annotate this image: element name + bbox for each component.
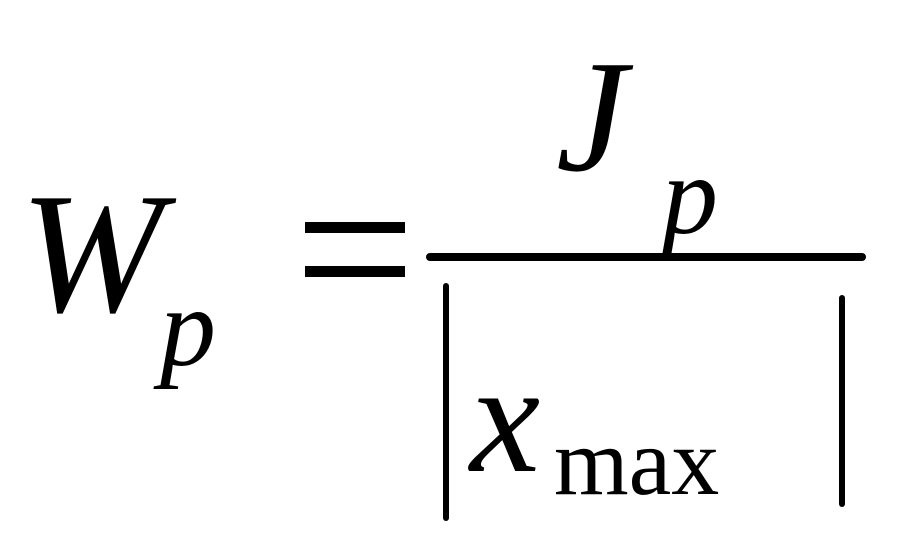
denominator-subscript: max <box>554 408 720 515</box>
numerator-subscript: p <box>662 134 718 258</box>
absolute-value-left-bar <box>443 283 449 521</box>
fraction-bar <box>426 253 866 261</box>
equals-sign-bottom-bar <box>305 266 405 277</box>
numerator-symbol: J <box>556 27 628 205</box>
denominator-symbol: x <box>470 331 541 506</box>
absolute-value-right-bar <box>839 295 845 507</box>
lhs-subscript: p <box>160 266 216 390</box>
lhs-symbol: W <box>20 159 164 349</box>
equals-sign-top-bar <box>305 222 405 233</box>
